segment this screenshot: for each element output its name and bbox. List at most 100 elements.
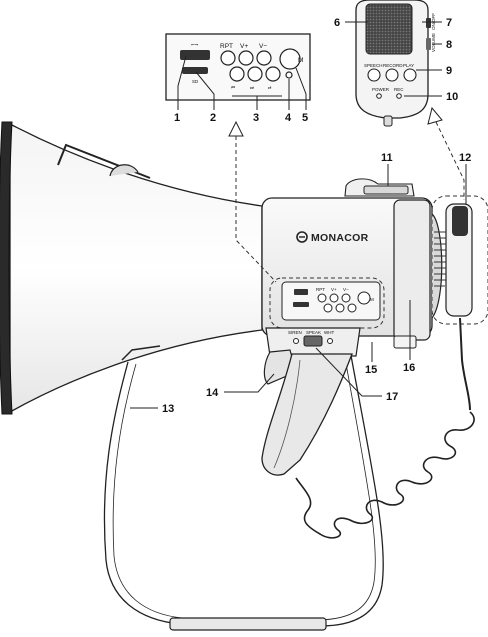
- switch-siren-label: SIREN: [288, 330, 302, 335]
- mic-holder-ribs: [434, 231, 447, 287]
- mic-connector-arrow: [427, 106, 443, 125]
- inset-vol-down-button[interactable]: [256, 50, 272, 66]
- battery-latch: [393, 335, 417, 349]
- horn-top-knob: [109, 164, 139, 177]
- mic-record-label: RECORD: [383, 63, 403, 68]
- inset-sd-label: SD: [192, 79, 199, 84]
- callout-10: 10: [446, 91, 458, 103]
- callout-12: 12: [459, 152, 471, 164]
- mic-speech-label: SPEECH: [364, 63, 383, 68]
- body-play-button[interactable]: [347, 303, 357, 313]
- inset-vup-label: V+: [240, 43, 248, 50]
- mic-inset-buttons: [367, 68, 417, 82]
- panel-connector: [235, 136, 277, 283]
- body-rpt-label: RPT: [316, 287, 325, 292]
- mic-inset-strain-relief: [383, 115, 393, 127]
- inset-prev-label: ⏮: [231, 85, 235, 90]
- inset-buttons: [220, 48, 301, 82]
- body-next-button[interactable]: [335, 303, 345, 313]
- inset-sd-slot: [182, 67, 208, 74]
- callout-1: 1: [174, 112, 180, 124]
- callout-14: 14: [206, 387, 219, 399]
- callout-6: 6: [334, 17, 340, 29]
- body-vol-up-button[interactable]: [329, 293, 339, 303]
- inset-rpt-button[interactable]: [220, 50, 236, 66]
- mic-volume-label: VOLUME: [431, 33, 436, 52]
- mic-inset-grille: [365, 3, 413, 55]
- callout-11: 11: [381, 152, 393, 164]
- inset-mode-button[interactable]: [279, 48, 301, 70]
- inset-next-label: ⏭: [250, 85, 254, 90]
- callout-5: 5: [302, 112, 308, 124]
- callout-2: 2: [210, 112, 216, 124]
- mounted-mic-grille: [452, 206, 468, 236]
- body-usb-port: [294, 289, 308, 295]
- mic-rec-label: REC: [394, 87, 404, 92]
- body-rpt-button[interactable]: [317, 293, 327, 303]
- mic-volume-knob[interactable]: [426, 38, 431, 50]
- horn-bell: [9, 122, 263, 414]
- top-clip-bar: [363, 185, 409, 195]
- callout-16: 16: [403, 362, 415, 374]
- inset-next-button[interactable]: [247, 66, 263, 82]
- body-vup-label: V+: [331, 287, 337, 292]
- horn-rim: [0, 121, 13, 415]
- mic-power-led: [376, 93, 382, 99]
- inset-play-button[interactable]: [265, 66, 281, 82]
- mic-onoff-label: ON/OFF: [431, 13, 436, 30]
- switch-wht-label: WHT: [324, 330, 334, 335]
- callout-15: 15: [365, 364, 377, 376]
- body-sd-slot: [293, 302, 309, 307]
- inset-play-label: ⏯: [268, 85, 272, 90]
- horn-bottom-hook: [121, 345, 161, 361]
- mic-rec-led: [396, 93, 402, 99]
- callout-9: 9: [446, 65, 452, 77]
- inset-usb-symbol: ⭠⭢: [191, 42, 199, 47]
- mic-play-label: PLAY: [403, 63, 414, 68]
- inset-mode-label: M: [298, 57, 303, 64]
- body-panel-buttons: [317, 291, 371, 313]
- inset-vol-up-button[interactable]: [238, 50, 254, 66]
- inset-prev-button[interactable]: [229, 66, 245, 82]
- body-vol-down-button[interactable]: [341, 293, 351, 303]
- mic-onoff-switch[interactable]: [426, 18, 431, 28]
- battery-compartment: [393, 199, 431, 341]
- body-mode-button[interactable]: [357, 291, 371, 305]
- mic-cable: [459, 317, 471, 411]
- switch-speak-label: SPEAK: [306, 330, 321, 335]
- panel-connector-arrow: [228, 120, 244, 137]
- brand-logo: MONACOR: [296, 231, 369, 244]
- mic-power-label: POWER: [372, 87, 390, 92]
- callout-3: 3: [253, 112, 259, 124]
- pistol-grip[interactable]: [261, 353, 353, 476]
- callout-8: 8: [446, 39, 452, 51]
- leader-lines: [130, 21, 467, 409]
- callout-4: 4: [285, 112, 292, 124]
- mic-holder: [431, 213, 443, 319]
- body-vdown-label: V−: [343, 287, 349, 292]
- body-mode-label: M: [370, 297, 374, 302]
- callout-17: 17: [386, 391, 398, 403]
- callout-7: 7: [446, 17, 452, 29]
- coiled-cable: [295, 411, 475, 539]
- inset-rpt-label: RPT: [220, 43, 233, 50]
- switch-screw-left: [293, 338, 299, 344]
- mic-record-button[interactable]: [385, 68, 399, 82]
- mode-switch[interactable]: [303, 335, 323, 347]
- mic-connector: [435, 121, 465, 200]
- inset-usb-port: [180, 50, 210, 60]
- strap-pad: [169, 617, 327, 631]
- switch-screw-right: [327, 338, 333, 344]
- body-prev-button[interactable]: [323, 303, 333, 313]
- brand-name: MONACOR: [311, 232, 369, 244]
- carry-strap: [103, 349, 384, 627]
- inset-mode-led: [285, 71, 293, 79]
- callout-numbers: 1 2 3 4 5 6 7 8 9 10 11 12 13 14 15 16 1…: [162, 17, 471, 415]
- mic-play-button[interactable]: [403, 68, 417, 82]
- mic-speech-button[interactable]: [367, 68, 381, 82]
- callout-13: 13: [162, 403, 174, 415]
- grip-line: [273, 359, 301, 469]
- inset-vdown-label: V−: [259, 43, 267, 50]
